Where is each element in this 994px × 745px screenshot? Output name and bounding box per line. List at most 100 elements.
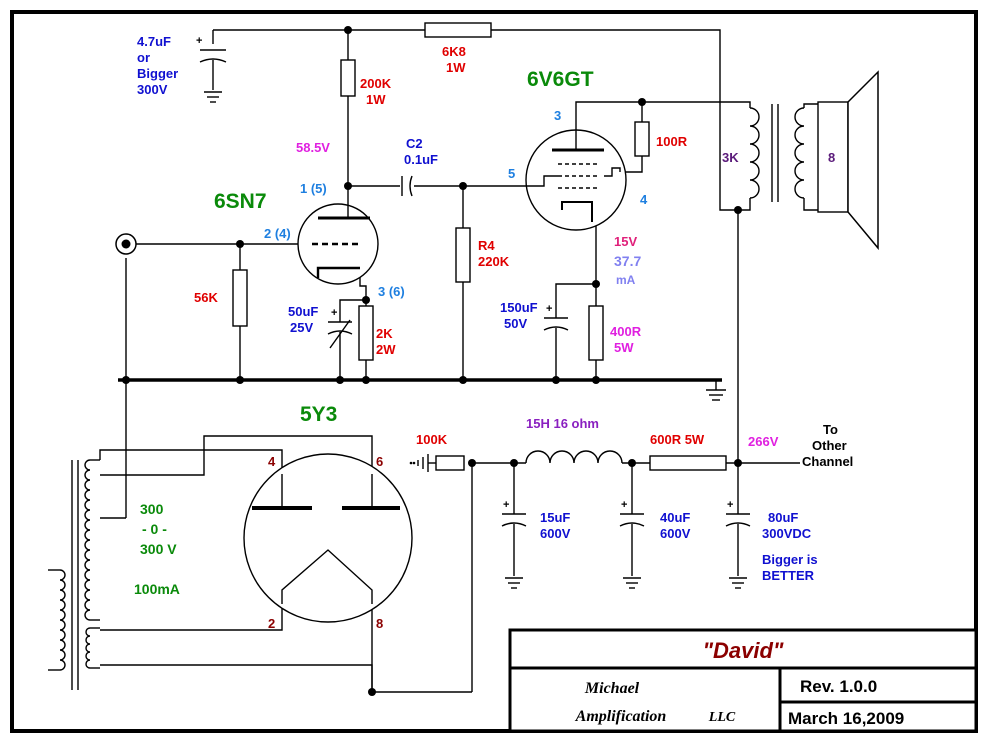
cap-15uf-voltage: 600V <box>540 526 571 541</box>
capacitor-4-7uf <box>199 49 227 90</box>
cap-40uf-voltage: 600V <box>660 526 691 541</box>
current-value: 37.7 <box>614 253 641 269</box>
capacitor-80uf <box>725 513 751 540</box>
pin-label: 5 <box>508 166 515 181</box>
svg-text:+: + <box>331 307 337 319</box>
resistor-56k <box>232 269 248 327</box>
cap-80uf-value: 80uF <box>768 510 798 525</box>
svg-text:+: + <box>503 499 509 511</box>
resistor-56k-value: 56K <box>194 290 218 305</box>
svg-text:+: + <box>196 35 202 47</box>
voltage-266v: 266V <box>748 434 779 449</box>
resistor-400r-value: 400R <box>610 324 642 339</box>
cap-4-7uf-voltage: 300V <box>137 82 168 97</box>
pin-label: 3 (6) <box>378 284 405 299</box>
choke-icon <box>525 450 623 464</box>
cap-50uf-voltage: 25V <box>290 320 313 335</box>
ground-icon <box>505 577 523 589</box>
junction-dots <box>122 26 742 696</box>
ground-icon <box>729 577 747 589</box>
capacitor-40uf <box>619 513 645 540</box>
to-other-channel: Other <box>812 438 847 453</box>
cap-80uf-note: Bigger is <box>762 552 818 567</box>
capacitor-plus-signs: + + + + + + <box>196 35 733 511</box>
title-block-date: March 16,2009 <box>788 709 904 728</box>
cap-40uf-value: 40uF <box>660 510 690 525</box>
resistor-6k8-value: 6K8 <box>442 44 466 59</box>
transformer-secondary-label: 8 <box>828 150 835 165</box>
tube-6v6gt-label: 6V6GT <box>527 68 594 91</box>
speaker-icon <box>817 70 879 251</box>
cap-c2-label: C2 <box>406 136 423 151</box>
input-jack-icon <box>115 233 137 255</box>
pt-voltage: - 0 - <box>142 521 167 537</box>
cap-50uf-value: 50uF <box>288 304 318 319</box>
pin-label: 6 <box>376 454 383 469</box>
pin-label: 1 (5) <box>300 181 327 196</box>
resistor-100k-value: 100K <box>416 432 448 447</box>
page-frame <box>10 10 978 733</box>
resistor-100r <box>634 121 650 157</box>
svg-text:+: + <box>727 499 733 511</box>
to-other-channel: Channel <box>802 454 853 469</box>
resistor-r4-value: 220K <box>478 254 510 269</box>
capacitor-150uf <box>543 317 569 340</box>
pin-label: 3 <box>554 108 561 123</box>
pin-label: 4 <box>640 192 648 207</box>
to-other-channel: To <box>823 422 838 437</box>
title-block-company: Michael <box>584 680 640 697</box>
capacitor-15uf <box>501 513 527 540</box>
cap-150uf-value: 150uF <box>500 300 538 315</box>
cap-c2-value: 0.1uF <box>404 152 438 167</box>
resistor-200k-value: 200K <box>360 76 392 91</box>
resistor-2k <box>358 305 374 361</box>
ground-icon <box>623 577 641 589</box>
output-transformer-icon <box>749 103 820 211</box>
pt-voltage: 300 V <box>140 541 177 557</box>
tube-6sn7-icon <box>297 203 379 285</box>
pt-voltage: 300 <box>140 501 164 517</box>
ground-icon <box>204 91 222 103</box>
resistor-2k-watt: 2W <box>376 342 396 357</box>
svg-text:+: + <box>621 499 627 511</box>
resistor-600r <box>649 455 727 471</box>
voltage-58-5v: 58.5V <box>296 140 330 155</box>
resistor-6k8-watt: 1W <box>446 60 466 75</box>
cap-80uf-voltage: 300VDC <box>762 526 812 541</box>
tube-6sn7-label: 6SN7 <box>214 190 267 213</box>
cap-4-7uf-or: or <box>137 50 150 65</box>
resistor-2k-value: 2K <box>376 326 393 341</box>
pin-label: 2 <box>268 616 275 631</box>
resistor-6k8 <box>424 22 492 38</box>
cap-15uf-value: 15uF <box>540 510 570 525</box>
resistor-200k-watt: 1W <box>366 92 386 107</box>
current-unit: mA <box>616 273 636 287</box>
title-block-company: Amplification <box>575 708 667 725</box>
title-block-company: LLC <box>708 710 736 725</box>
cap-150uf-voltage: 50V <box>504 316 527 331</box>
cap-4-7uf-bigger: Bigger <box>137 66 178 81</box>
power-transformer-icon <box>48 459 100 690</box>
tube-6v6gt-icon <box>525 129 627 231</box>
pin-label: 2 (4) <box>264 226 291 241</box>
resistor-r4-label: R4 <box>478 238 495 253</box>
capacitor-c2 <box>401 175 413 197</box>
ground-icon <box>706 380 726 401</box>
title-block-rev: Rev. 1.0.0 <box>800 677 877 696</box>
tube-5y3-label: 5Y3 <box>300 403 337 426</box>
resistor-400r <box>588 305 604 361</box>
svg-text:+: + <box>546 303 552 315</box>
tube-5y3-icon <box>243 453 413 623</box>
pin-label: 8 <box>376 616 383 631</box>
resistor-600r-value: 600R 5W <box>650 432 705 447</box>
transformer-primary-label: 3K <box>722 150 739 165</box>
capacitor-50uf <box>327 319 353 349</box>
resistor-r4 <box>455 227 471 283</box>
cap-80uf-note: BETTER <box>762 568 815 583</box>
pin-label: 4 <box>268 454 276 469</box>
ground-icon <box>409 454 429 472</box>
resistor-100k <box>435 455 465 471</box>
voltage-15v: 15V <box>614 234 637 249</box>
title-block <box>508 628 978 733</box>
